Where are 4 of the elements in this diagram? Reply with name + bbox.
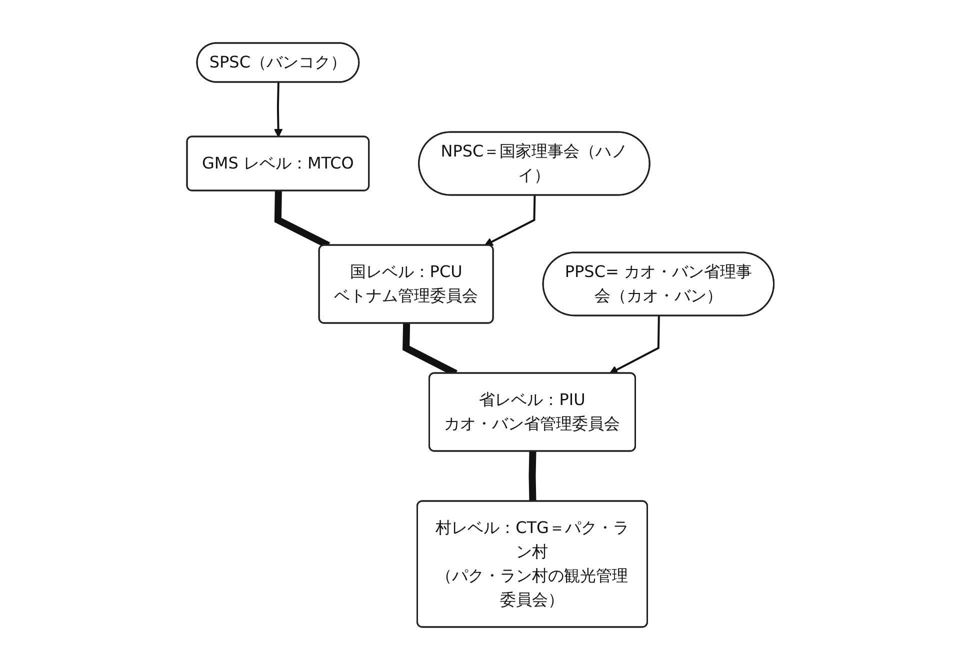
arrow xyxy=(274,82,282,138)
connector xyxy=(528,451,536,502)
arrow xyxy=(484,195,536,246)
arrow xyxy=(608,316,660,374)
